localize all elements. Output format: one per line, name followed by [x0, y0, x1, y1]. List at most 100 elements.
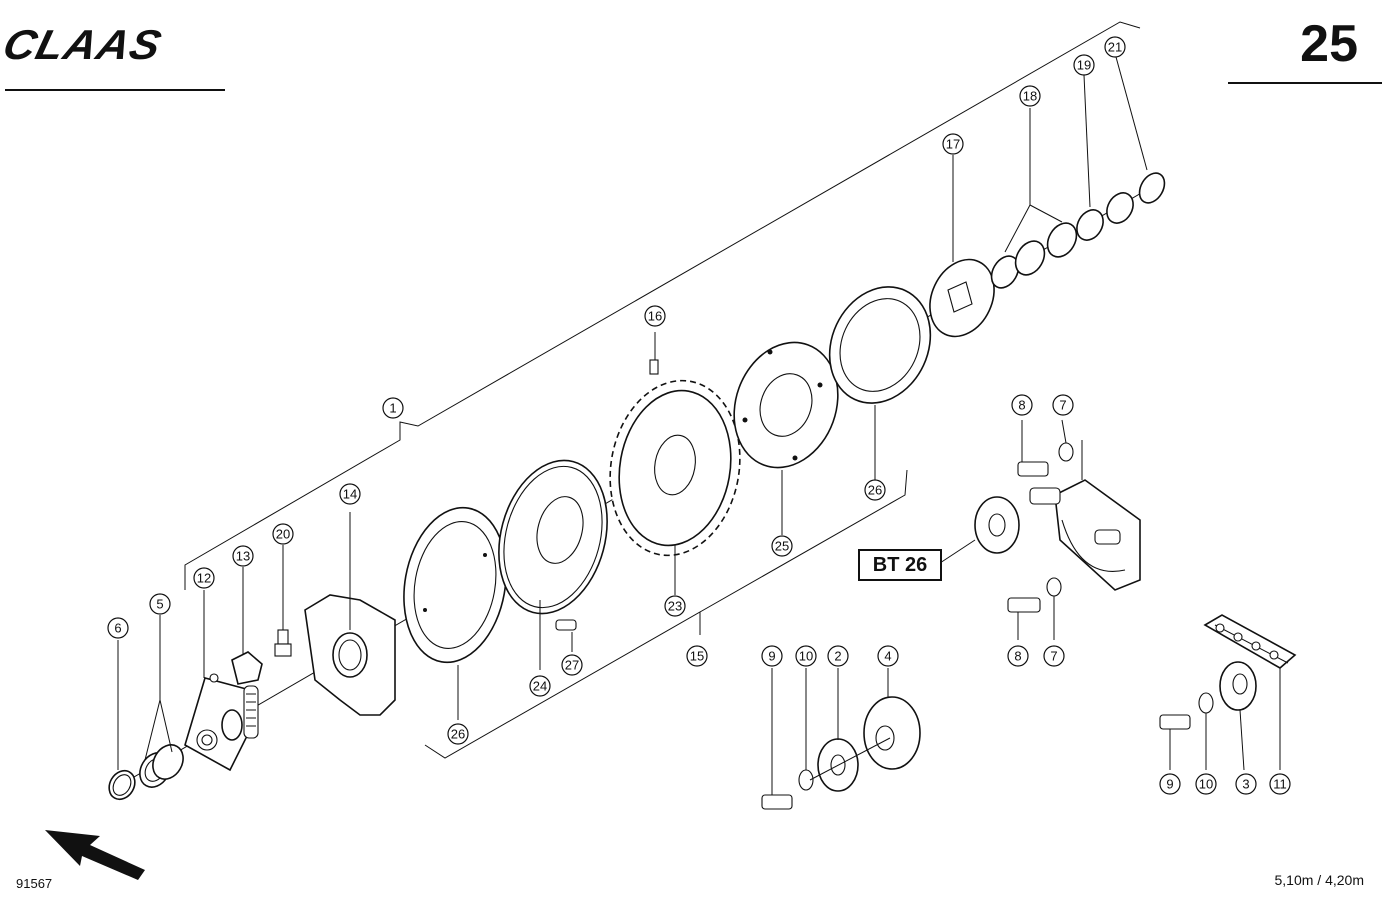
- part-17-square-washer: [929, 155, 995, 338]
- callout-label: 21: [1108, 40, 1122, 55]
- part-25-plate: [733, 341, 839, 535]
- part-21-circlip: [1115, 56, 1166, 204]
- part-7-washer-upper: [1058, 419, 1074, 462]
- callout-label: 1: [389, 401, 396, 416]
- callout-label: 27: [565, 658, 579, 673]
- bt26-sprocket: [939, 496, 1020, 564]
- callout-2[interactable]: 2: [827, 645, 849, 667]
- callout-8[interactable]: 8: [1007, 645, 1029, 667]
- bracket-assembly-1: [184, 21, 1141, 590]
- part-16-pin: [649, 332, 659, 375]
- travel-direction-arrow-icon: [45, 830, 145, 880]
- callout-20[interactable]: 20: [272, 523, 294, 545]
- callout-24[interactable]: 24: [529, 675, 551, 697]
- part-8-bolt-upper: [1017, 420, 1049, 477]
- callout-17[interactable]: 17: [942, 133, 964, 155]
- page-number: 25: [1300, 15, 1358, 73]
- callout-19[interactable]: 19: [1073, 54, 1095, 76]
- callout-27[interactable]: 27: [561, 654, 583, 676]
- callout-label: 11: [1273, 777, 1287, 792]
- callout-10[interactable]: 10: [795, 645, 817, 667]
- callout-5[interactable]: 5: [149, 593, 171, 615]
- part-20-grease-nipple: [274, 545, 292, 657]
- callout-label: 19: [1077, 58, 1091, 73]
- part-23-sprocket: [609, 379, 741, 595]
- callout-label: 4: [884, 649, 891, 664]
- callout-11[interactable]: 11: [1269, 773, 1291, 795]
- part-18-spring-washers: [990, 108, 1078, 289]
- reference-box-bt26[interactable]: BT 26: [858, 549, 942, 581]
- callout-label: 2: [834, 649, 841, 664]
- callout-7[interactable]: 7: [1052, 394, 1074, 416]
- callout-label: 7: [1059, 398, 1066, 413]
- callout-label: 16: [648, 309, 662, 324]
- part-11-chain: [1203, 614, 1297, 770]
- callout-9[interactable]: 9: [761, 645, 783, 667]
- callout-26[interactable]: 26: [864, 479, 886, 501]
- part-7-washer-lower: [1046, 577, 1062, 640]
- callout-label: 8: [1014, 649, 1021, 664]
- callout-4[interactable]: 4: [877, 645, 899, 667]
- part-8-bolt-lower: [1007, 597, 1041, 640]
- callout-label: 26: [868, 483, 882, 498]
- leader-5b: [159, 699, 173, 753]
- callout-label: 18: [1023, 89, 1037, 104]
- callout-1[interactable]: 1: [382, 397, 404, 419]
- bracket-assembly-15: [424, 469, 908, 759]
- callout-16[interactable]: 16: [644, 305, 666, 327]
- callout-label: 10: [799, 649, 813, 664]
- callout-label: 20: [276, 527, 290, 542]
- callout-23[interactable]: 23: [664, 595, 686, 617]
- callout-label: 25: [775, 539, 789, 554]
- callout-18[interactable]: 18: [1019, 85, 1041, 107]
- callout-12[interactable]: 12: [193, 567, 215, 589]
- part-4-sprocket: [809, 668, 921, 781]
- part-27-bolt: [555, 619, 577, 652]
- part-6-ring: [108, 769, 136, 801]
- callout-14[interactable]: 14: [339, 483, 361, 505]
- leader-5a: [144, 615, 161, 761]
- part-10-washer-right: [1198, 692, 1214, 770]
- callout-label: 3: [1242, 777, 1249, 792]
- part-19-nuts: [1076, 74, 1134, 241]
- callout-label: 14: [343, 487, 357, 502]
- callout-15[interactable]: 15: [686, 645, 708, 667]
- part-9-bolt-right: [1159, 714, 1191, 770]
- brand-logo: CLAAS: [0, 22, 167, 69]
- part-10-washer-middle: [798, 668, 814, 791]
- callout-label: 23: [668, 599, 682, 614]
- callout-label: 12: [197, 571, 211, 586]
- part-5-seal: [139, 744, 184, 788]
- callout-9[interactable]: 9: [1159, 773, 1181, 795]
- part-24-friction-disc: [498, 459, 608, 670]
- callout-label: 5: [156, 597, 163, 612]
- callout-label: 10: [1199, 777, 1213, 792]
- callout-label: 6: [114, 621, 121, 636]
- callout-6[interactable]: 6: [107, 617, 129, 639]
- callout-label: 13: [236, 549, 250, 564]
- callout-25[interactable]: 25: [771, 535, 793, 557]
- callout-21[interactable]: 21: [1104, 36, 1126, 58]
- callout-26[interactable]: 26: [447, 723, 469, 745]
- machine-width-info: 5,10m / 4,20m: [1274, 872, 1365, 888]
- part-9-bolt-middle: [761, 668, 793, 810]
- callout-10[interactable]: 10: [1195, 773, 1217, 795]
- callout-label: 9: [768, 649, 775, 664]
- callout-7[interactable]: 7: [1043, 645, 1065, 667]
- drawing-number: 91567: [16, 876, 53, 891]
- callout-label: 9: [1166, 777, 1173, 792]
- part-14-hub-plate: [304, 512, 396, 716]
- callout-3[interactable]: 3: [1235, 773, 1257, 795]
- part-3-sprocket: [1219, 661, 1257, 771]
- part-26-gasket-left: [403, 506, 507, 720]
- callout-label: 24: [533, 679, 547, 694]
- callout-label: 17: [946, 137, 960, 152]
- part-26-gasket-right: [828, 286, 932, 480]
- callout-label: 7: [1050, 649, 1057, 664]
- callout-label: 8: [1018, 398, 1025, 413]
- callout-8[interactable]: 8: [1011, 394, 1033, 416]
- callout-13[interactable]: 13: [232, 545, 254, 567]
